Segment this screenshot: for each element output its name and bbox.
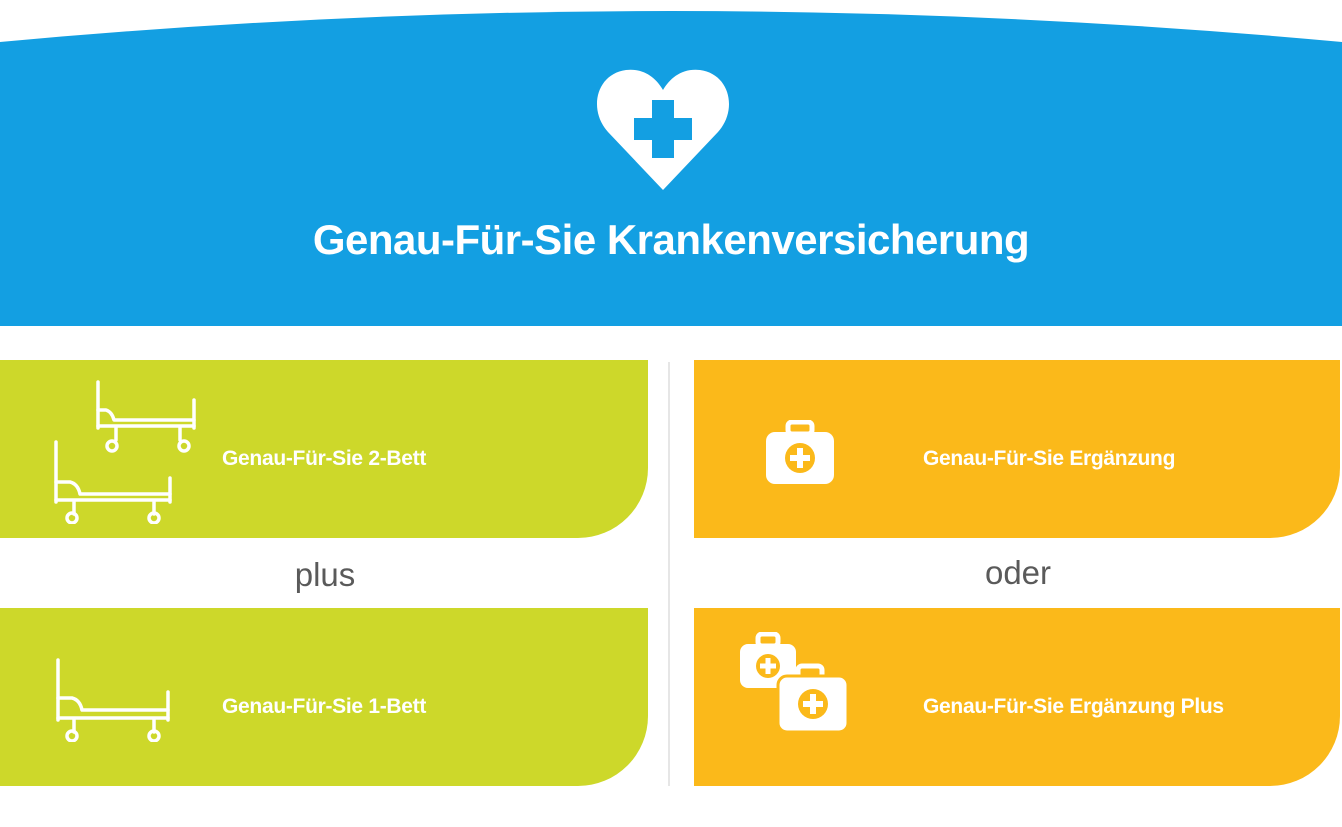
connector-plus: plus xyxy=(294,556,356,593)
card-label-2-bett: Genau-Für-Sie 2-Bett xyxy=(222,447,427,470)
card-ergaenzung: Genau-Für-Sie Ergänzung xyxy=(694,360,1340,538)
card-2-bett: Genau-Für-Sie 2-Bett xyxy=(0,360,648,538)
card-label-ergaenzung: Genau-Für-Sie Ergänzung xyxy=(923,447,1176,470)
heart-cross-icon xyxy=(596,69,730,190)
medical-kit-icon xyxy=(766,420,834,484)
two-beds-icon xyxy=(54,380,196,524)
column-divider xyxy=(668,362,670,786)
card-1-bett: Genau-Für-Sie 1-Bett xyxy=(0,608,648,786)
card-label-1-bett: Genau-Für-Sie 1-Bett xyxy=(222,695,427,718)
header-banner: Genau-Für-Sie Krankenversicherung xyxy=(0,0,1342,326)
two-medical-kits-icon xyxy=(740,632,850,734)
connector-oder: oder xyxy=(984,554,1052,591)
bed-icon xyxy=(56,658,170,742)
page-title: Genau-Für-Sie Krankenversicherung xyxy=(312,216,1030,263)
card-ergaenzung-plus: Genau-Für-Sie Ergänzung Plus xyxy=(694,608,1340,786)
card-label-ergaenzung-plus: Genau-Für-Sie Ergänzung Plus xyxy=(923,695,1224,718)
